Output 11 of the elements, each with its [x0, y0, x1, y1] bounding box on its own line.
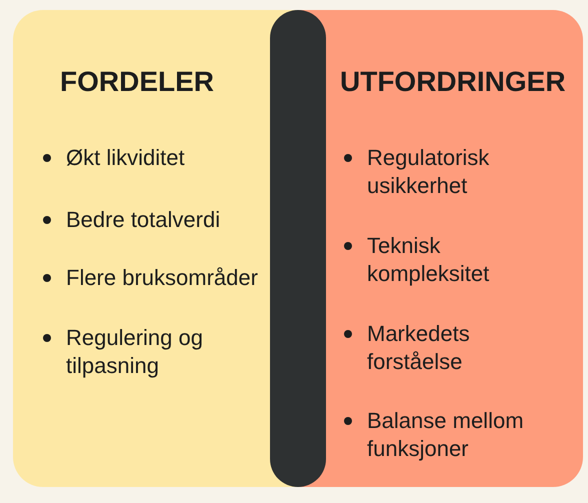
list-item-text: Balanse mellom funksjoner — [367, 407, 525, 463]
list-item-text: Regulatorisk usikkerhet — [367, 144, 490, 200]
column-heading: UTFORDRINGER — [340, 67, 566, 97]
column-heading: FORDELER — [60, 67, 214, 97]
list-item-text: Markedets forståelse — [367, 320, 471, 376]
list-item-text: Flere bruksområder — [66, 264, 259, 292]
divider-bar — [270, 10, 326, 487]
list-item-text: Økt likviditet — [66, 144, 186, 172]
list-item-text: Teknisk kompleksitet — [367, 232, 490, 288]
list-item-text: Regulering og tilpasning — [66, 324, 204, 380]
list-item-text: Bedre totalverdi — [66, 206, 222, 234]
